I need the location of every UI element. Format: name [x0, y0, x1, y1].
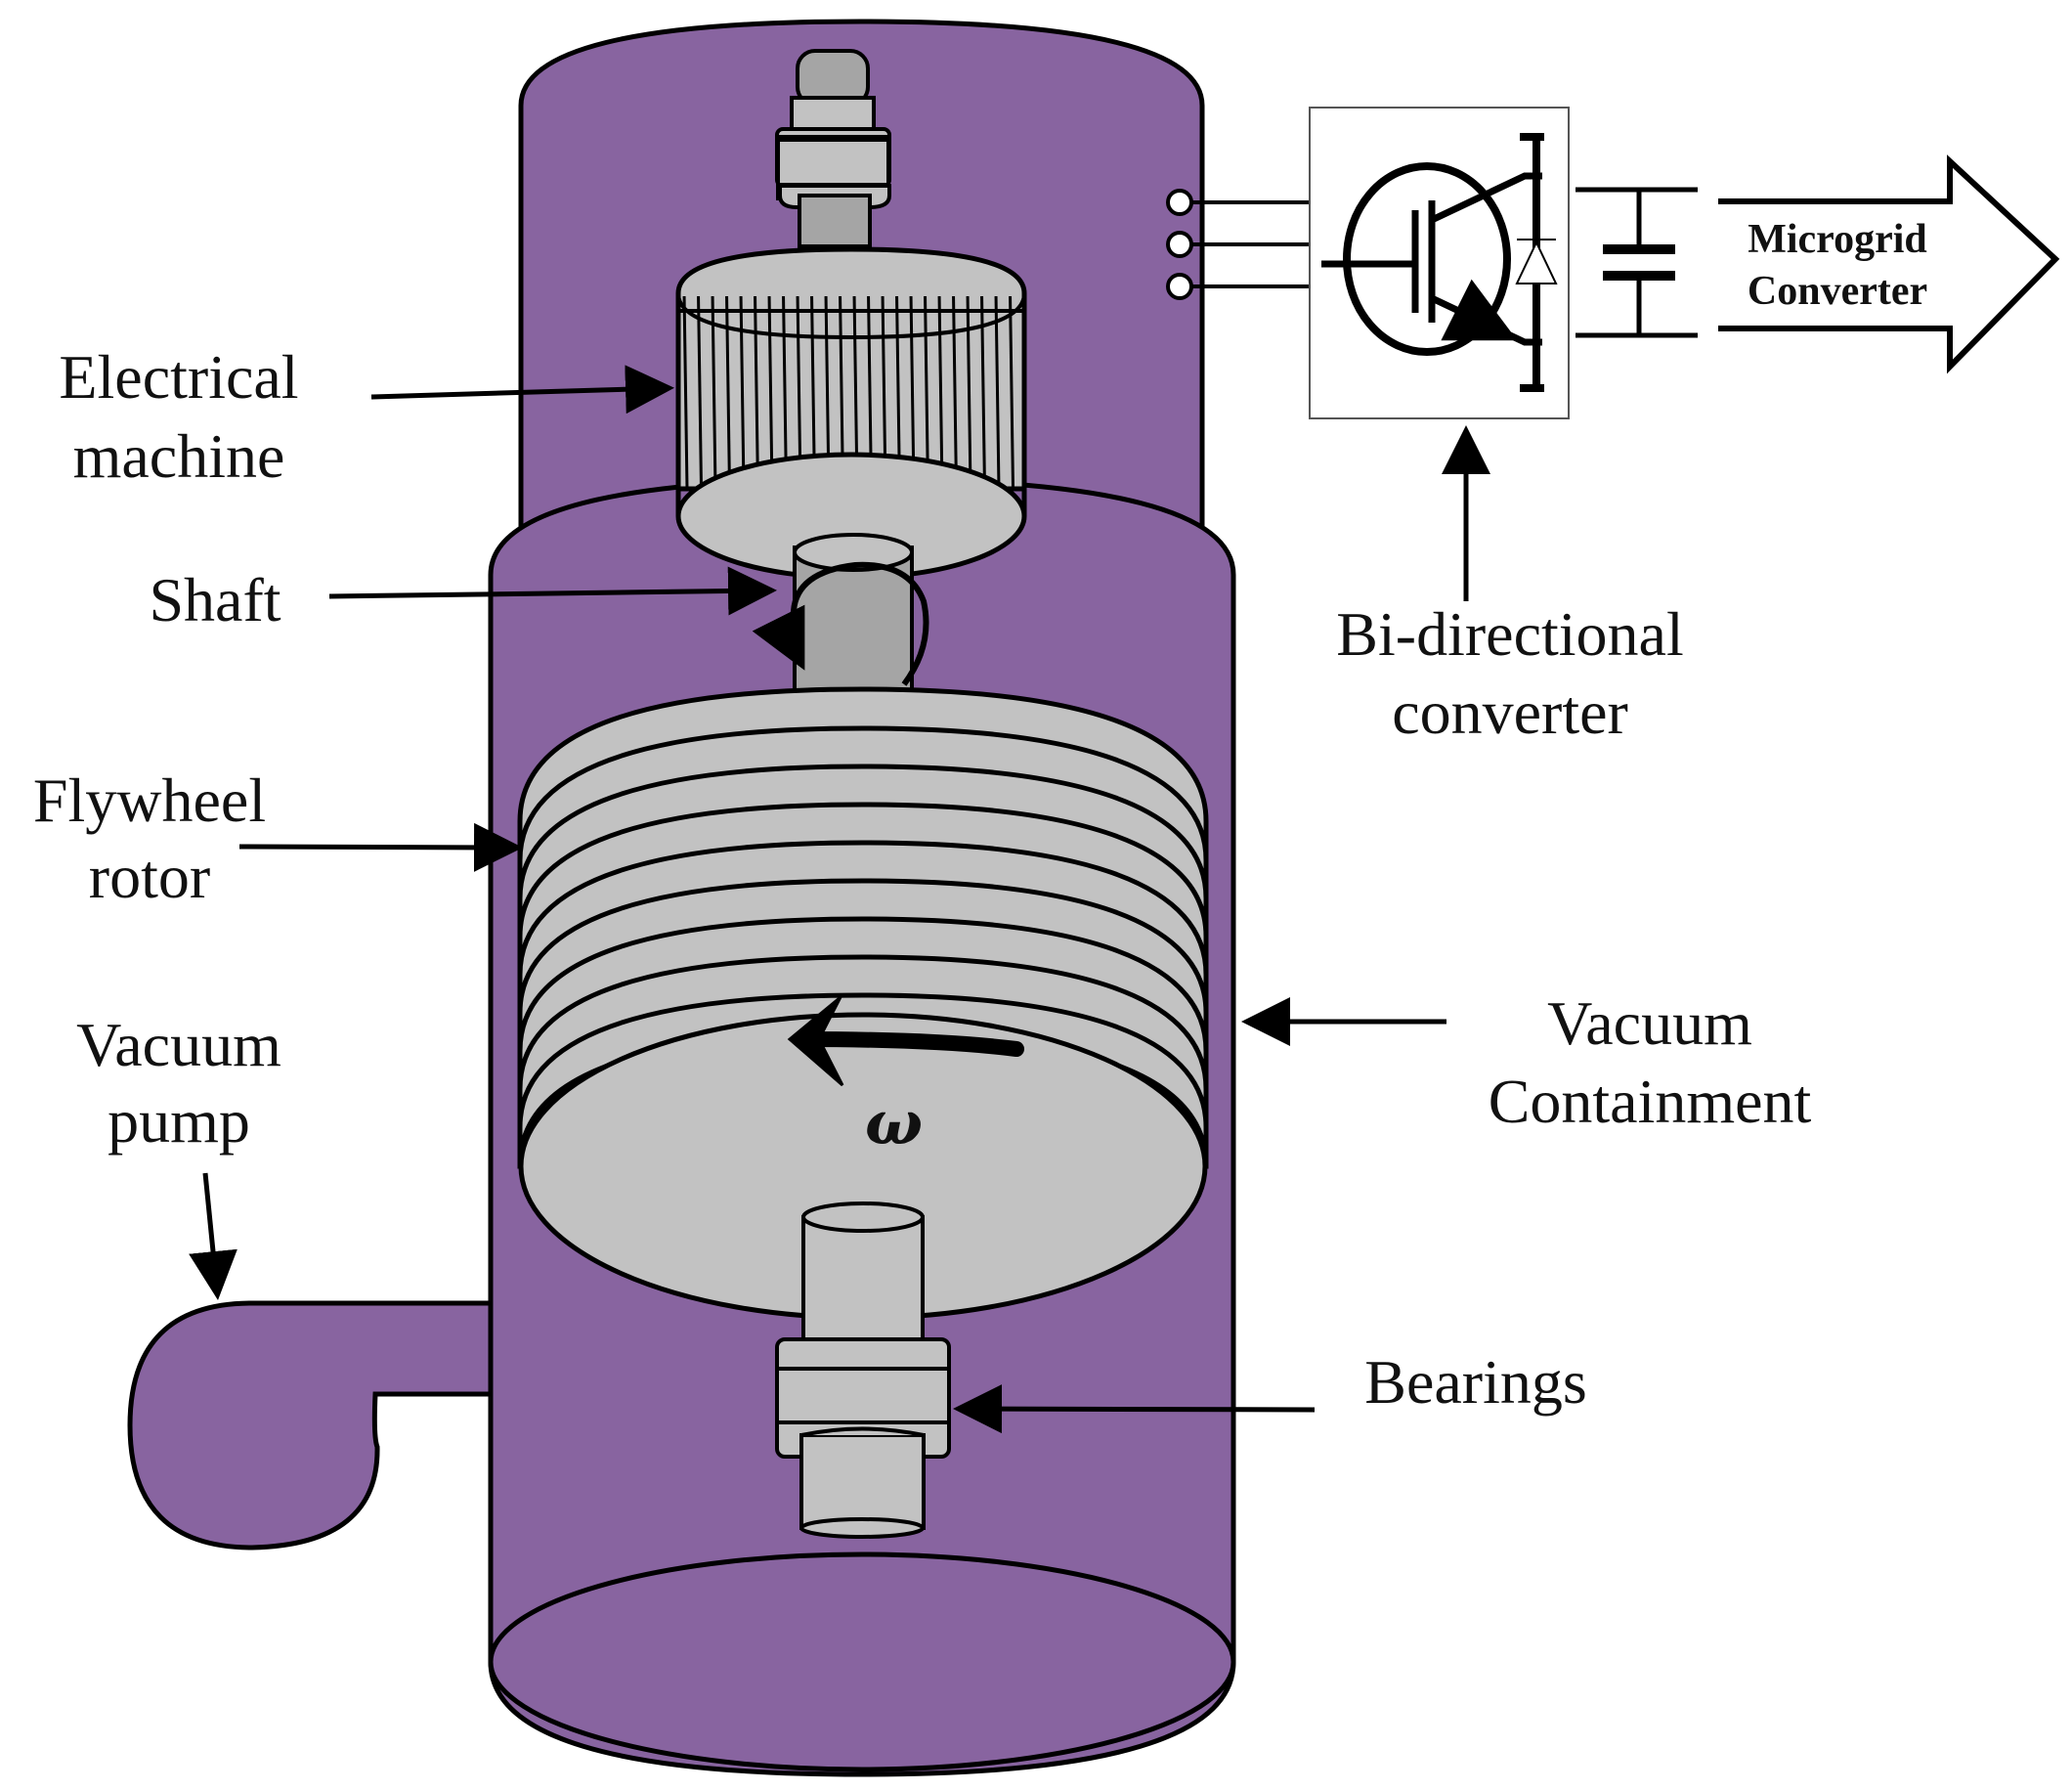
stator-slot-line	[952, 296, 958, 489]
stator-slot-line	[739, 296, 746, 489]
block-arrow-right-icon: Microgrid Converter	[1718, 154, 2060, 374]
labels: Electrical machine Shaft Flywheel rotor …	[33, 342, 1812, 1417]
vacuum-containment-label-line1: Vacuum	[1547, 988, 1752, 1058]
rotor-rings	[517, 725, 1209, 1166]
igbt-transistor-icon	[1309, 107, 1570, 419]
shaft-label: Shaft	[149, 565, 281, 634]
rotor-ring	[517, 878, 1209, 1014]
stator-slot-line	[1009, 296, 1014, 489]
converter-label-line1: Bi-directional	[1336, 599, 1683, 669]
stator-slot-line	[697, 296, 703, 489]
bearings-label: Bearings	[1364, 1347, 1587, 1417]
microgrid-converter-label-line1: Microgrid	[1748, 217, 1927, 262]
vacuum-pump-arrow	[189, 1172, 237, 1300]
flywheel-rotor: ω	[517, 686, 1209, 1321]
flywheel-rotor-arrow	[238, 822, 523, 872]
leader-arrows	[189, 365, 1490, 1434]
rotor-ring	[517, 725, 1209, 861]
rotor-ring	[517, 992, 1209, 1128]
stator-slot-line	[924, 296, 929, 489]
rotor-ring	[517, 802, 1209, 938]
stator-slot-line	[966, 296, 972, 489]
omega-symbol: ω	[865, 1087, 923, 1158]
stator-slot-line	[937, 296, 944, 489]
vacuum-pump-label-line1: Vacuum	[76, 1010, 281, 1079]
electrical-machine	[675, 246, 1027, 581]
top-bearing	[775, 49, 891, 248]
shaft	[752, 533, 929, 696]
shaft-arrow	[328, 566, 777, 616]
capacitor-icon	[1576, 187, 1698, 338]
stator-slot-line	[711, 296, 717, 489]
rotor-ring	[517, 954, 1209, 1090]
bottom-ellipse	[488, 1551, 1236, 1772]
vacuum-containment-label-line2: Containment	[1489, 1067, 1812, 1136]
microgrid-converter-label-line2: Converter	[1748, 269, 1927, 314]
stator-slot-line	[994, 296, 1001, 489]
stator-slot-line	[767, 296, 774, 489]
electrical-machine-arrow	[370, 365, 674, 415]
flywheel-rotor-label-line1: Flywheel	[33, 765, 266, 835]
vacuum-pump-label-line2: pump	[108, 1086, 250, 1156]
electrical-machine-label-line1: Electrical	[59, 342, 298, 412]
bottom-bearing	[775, 1201, 951, 1539]
converter-label-line2: converter	[1392, 677, 1628, 747]
terminals	[1166, 189, 1310, 300]
vacuum-pump	[127, 1300, 494, 1551]
stator-slot-line	[754, 296, 759, 489]
rotor-ring	[517, 764, 1209, 899]
flywheel-rotor-label-line2: rotor	[89, 842, 210, 911]
bearings-arrow	[953, 1384, 1316, 1434]
stator-slot-line	[682, 296, 689, 489]
rotor-ring	[517, 840, 1209, 976]
rotor-ring	[517, 916, 1209, 1052]
electrical-machine-label-line2: machine	[73, 421, 285, 491]
stator-slot-line	[782, 296, 788, 489]
stator-slots	[682, 296, 1014, 489]
